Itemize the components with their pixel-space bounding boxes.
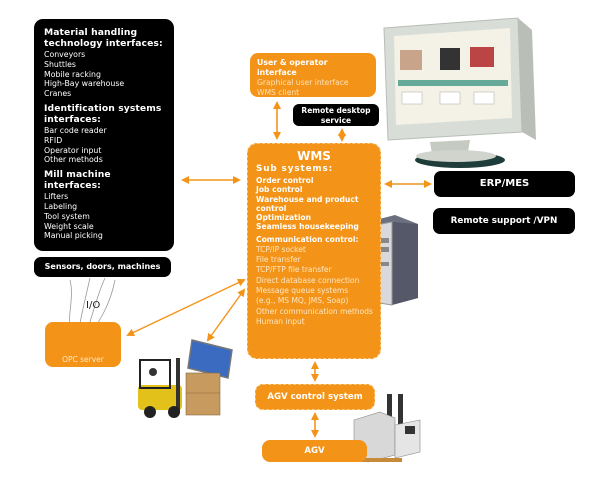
arrow-wms-opc: [126, 278, 246, 337]
subsystems-heading: Sub systems:: [256, 164, 334, 174]
io-label: I/O: [86, 300, 101, 311]
list-item: Other methods: [44, 155, 103, 165]
mill-machine-list: Lifters Labeling Tool system Weight scal…: [44, 192, 164, 241]
list-item: Bar code reader: [44, 125, 107, 135]
list-item: Cranes: [44, 89, 72, 99]
subsystem-item: Warehouse and product control: [256, 194, 359, 213]
user-interface-title: User & operator interface: [257, 58, 328, 77]
subsystem-item: Seamless housekeeping: [256, 222, 359, 232]
wms-title: WMS: [297, 149, 331, 163]
list-item: Manual picking: [44, 231, 103, 241]
list-item: Operator input: [44, 145, 102, 155]
agv-control-system-box: AGV control system: [255, 384, 375, 410]
list-item: Weight scale: [44, 221, 94, 231]
monitor-illustration: [383, 17, 536, 168]
communication-item: (e.g., MS MQ, JMS, Soap): [256, 296, 349, 306]
list-item: RFID: [44, 135, 63, 145]
arrow-wms-terminal: [206, 288, 246, 342]
communication-item: TCP/FTP file transfer: [256, 265, 332, 275]
sensors-box: Sensors, doors, machines: [34, 257, 171, 277]
list-item: Conveyors: [44, 50, 86, 59]
list-item: Shuttles: [44, 59, 76, 69]
subsystem-item: Order control: [256, 176, 314, 185]
identification-list: Bar code reader RFID Operator input Othe…: [44, 126, 164, 165]
erp-mes-box: ERP/MES: [434, 171, 575, 197]
list-item: Tool system: [44, 211, 90, 221]
material-handling-list: Conveyors Shuttles Mobile racking High-B…: [44, 50, 164, 99]
list-item: Mobile racking: [44, 69, 101, 79]
user-interface-item: Graphical user interface: [257, 78, 349, 87]
subsystem-item: Optimization: [256, 213, 312, 223]
opc-server-box: OPC server: [45, 322, 121, 367]
section-heading-material-handling: Material handling technology interfaces:: [44, 27, 163, 49]
list-item: Labeling: [44, 201, 78, 211]
communication-item: Direct database connection: [256, 275, 360, 285]
list-item: High-Bay warehouse: [44, 79, 125, 89]
communication-item: Human input: [256, 316, 305, 326]
list-item: Lifters: [44, 192, 69, 202]
wms-box: WMS Sub systems: Order control Job contr…: [247, 143, 381, 359]
subsystem-item: Job control: [256, 185, 303, 195]
opc-server-label: OPC server: [62, 355, 104, 364]
communication-heading: Communication control:: [256, 234, 359, 244]
communication-item: File transfer: [256, 255, 301, 265]
section-heading-mill-machine: Mill machine interfaces:: [44, 169, 111, 192]
interfaces-panel: Material handling technology interfaces:…: [34, 19, 174, 251]
agv-box: AGV: [262, 440, 367, 462]
communication-item: Other communication methods: [256, 306, 373, 316]
section-heading-identification: Identification systems interfaces:: [44, 102, 162, 125]
remote-support-vpn-box: Remote support /VPN: [433, 208, 575, 234]
communication-item: Message queue systems: [256, 285, 349, 295]
communication-item: TCP/IP socket: [256, 244, 306, 254]
remote-desktop-box: Remote desktop service: [293, 104, 379, 126]
user-interface-box: User & operator interface Graphical user…: [250, 53, 376, 97]
user-interface-item: WMS client: [257, 87, 300, 97]
forklift-illustration: [138, 339, 233, 418]
